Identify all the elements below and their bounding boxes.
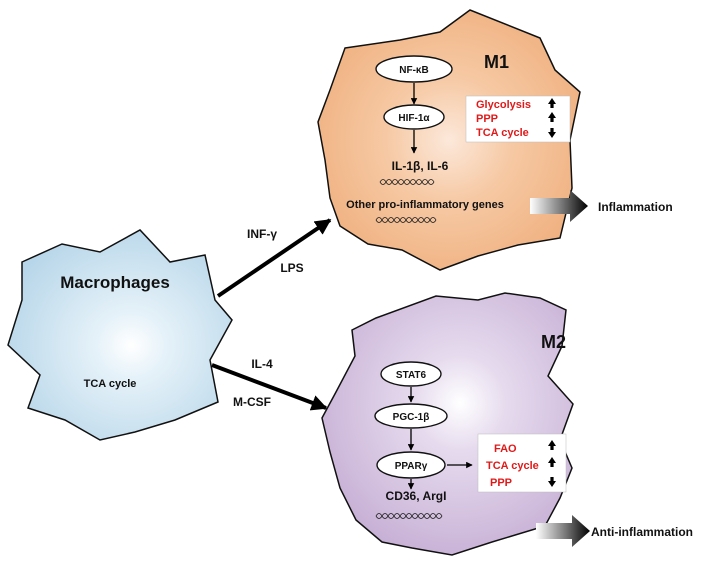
arrow-to-m2	[211, 363, 328, 411]
node-nfkb	[375, 55, 453, 83]
m2-cell: M2 STAT6 PGC-1β PPARγ CD36, ArgI FAO TCA…	[321, 292, 693, 556]
m2-outcome: Anti-inflammation	[591, 525, 693, 539]
m2-title: M2	[541, 332, 566, 352]
m1-outcome: Inflammation	[598, 200, 673, 214]
up-arrow-icon	[547, 440, 556, 450]
node-stat6	[380, 361, 442, 387]
node-pparg-label: PPARγ	[395, 461, 428, 472]
up-arrow-icon	[547, 112, 556, 122]
macrophage-title: Macrophages	[60, 273, 170, 292]
node-nfkb-label: NF-κB	[399, 65, 428, 76]
m1-genes: Other pro-inflammatory genes	[346, 199, 504, 211]
dna-icon-m1-a	[379, 179, 435, 185]
down-arrow-icon	[547, 128, 556, 138]
down-arrow-icon	[547, 477, 556, 487]
m2-box-tca: TCA cycle	[486, 460, 539, 472]
node-stat6-label: STAT6	[396, 370, 427, 381]
m1-title: M1	[484, 52, 509, 72]
macrophage-sub: TCA cycle	[84, 378, 137, 390]
node-hif1a	[383, 104, 445, 130]
node-pgc1b-label: PGC-1β	[393, 412, 430, 423]
m1-output: IL-1β, IL-6	[392, 159, 449, 173]
m1-box-ppp: PPP	[476, 113, 498, 125]
m1-box-glycolysis: Glycolysis	[476, 99, 531, 111]
dna-icon-m1-b	[375, 217, 437, 223]
stimulus-lps: LPS	[280, 261, 303, 275]
inflammation-arrow	[530, 190, 588, 222]
node-hif1a-label: HIF-1α	[398, 113, 430, 124]
stimulus-mcsf: M-CSF	[233, 395, 271, 409]
m1-box-tca: TCA cycle	[476, 127, 529, 139]
macrophage-cell: Macrophages TCA cycle	[7, 229, 233, 441]
arrow-to-m1	[216, 218, 332, 298]
m2-box-fao: FAO	[494, 443, 517, 455]
stimulus-arrows: INF-γ LPS IL-4 M-CSF	[211, 218, 332, 411]
m1-cell: M1 NF-κB HIF-1α IL-1β, IL-6 Other pro-in…	[317, 9, 673, 271]
stimulus-infg: INF-γ	[247, 227, 277, 241]
up-arrow-icon	[547, 98, 556, 108]
node-pparg	[376, 451, 446, 479]
up-arrow-icon	[547, 457, 556, 467]
stimulus-il4: IL-4	[251, 357, 273, 371]
m2-box-ppp: PPP	[490, 477, 512, 489]
node-pgc1b	[374, 403, 448, 429]
m2-output: CD36, ArgI	[386, 489, 447, 503]
dna-icon-m2	[375, 513, 443, 519]
anti-inflammation-arrow	[536, 515, 590, 547]
